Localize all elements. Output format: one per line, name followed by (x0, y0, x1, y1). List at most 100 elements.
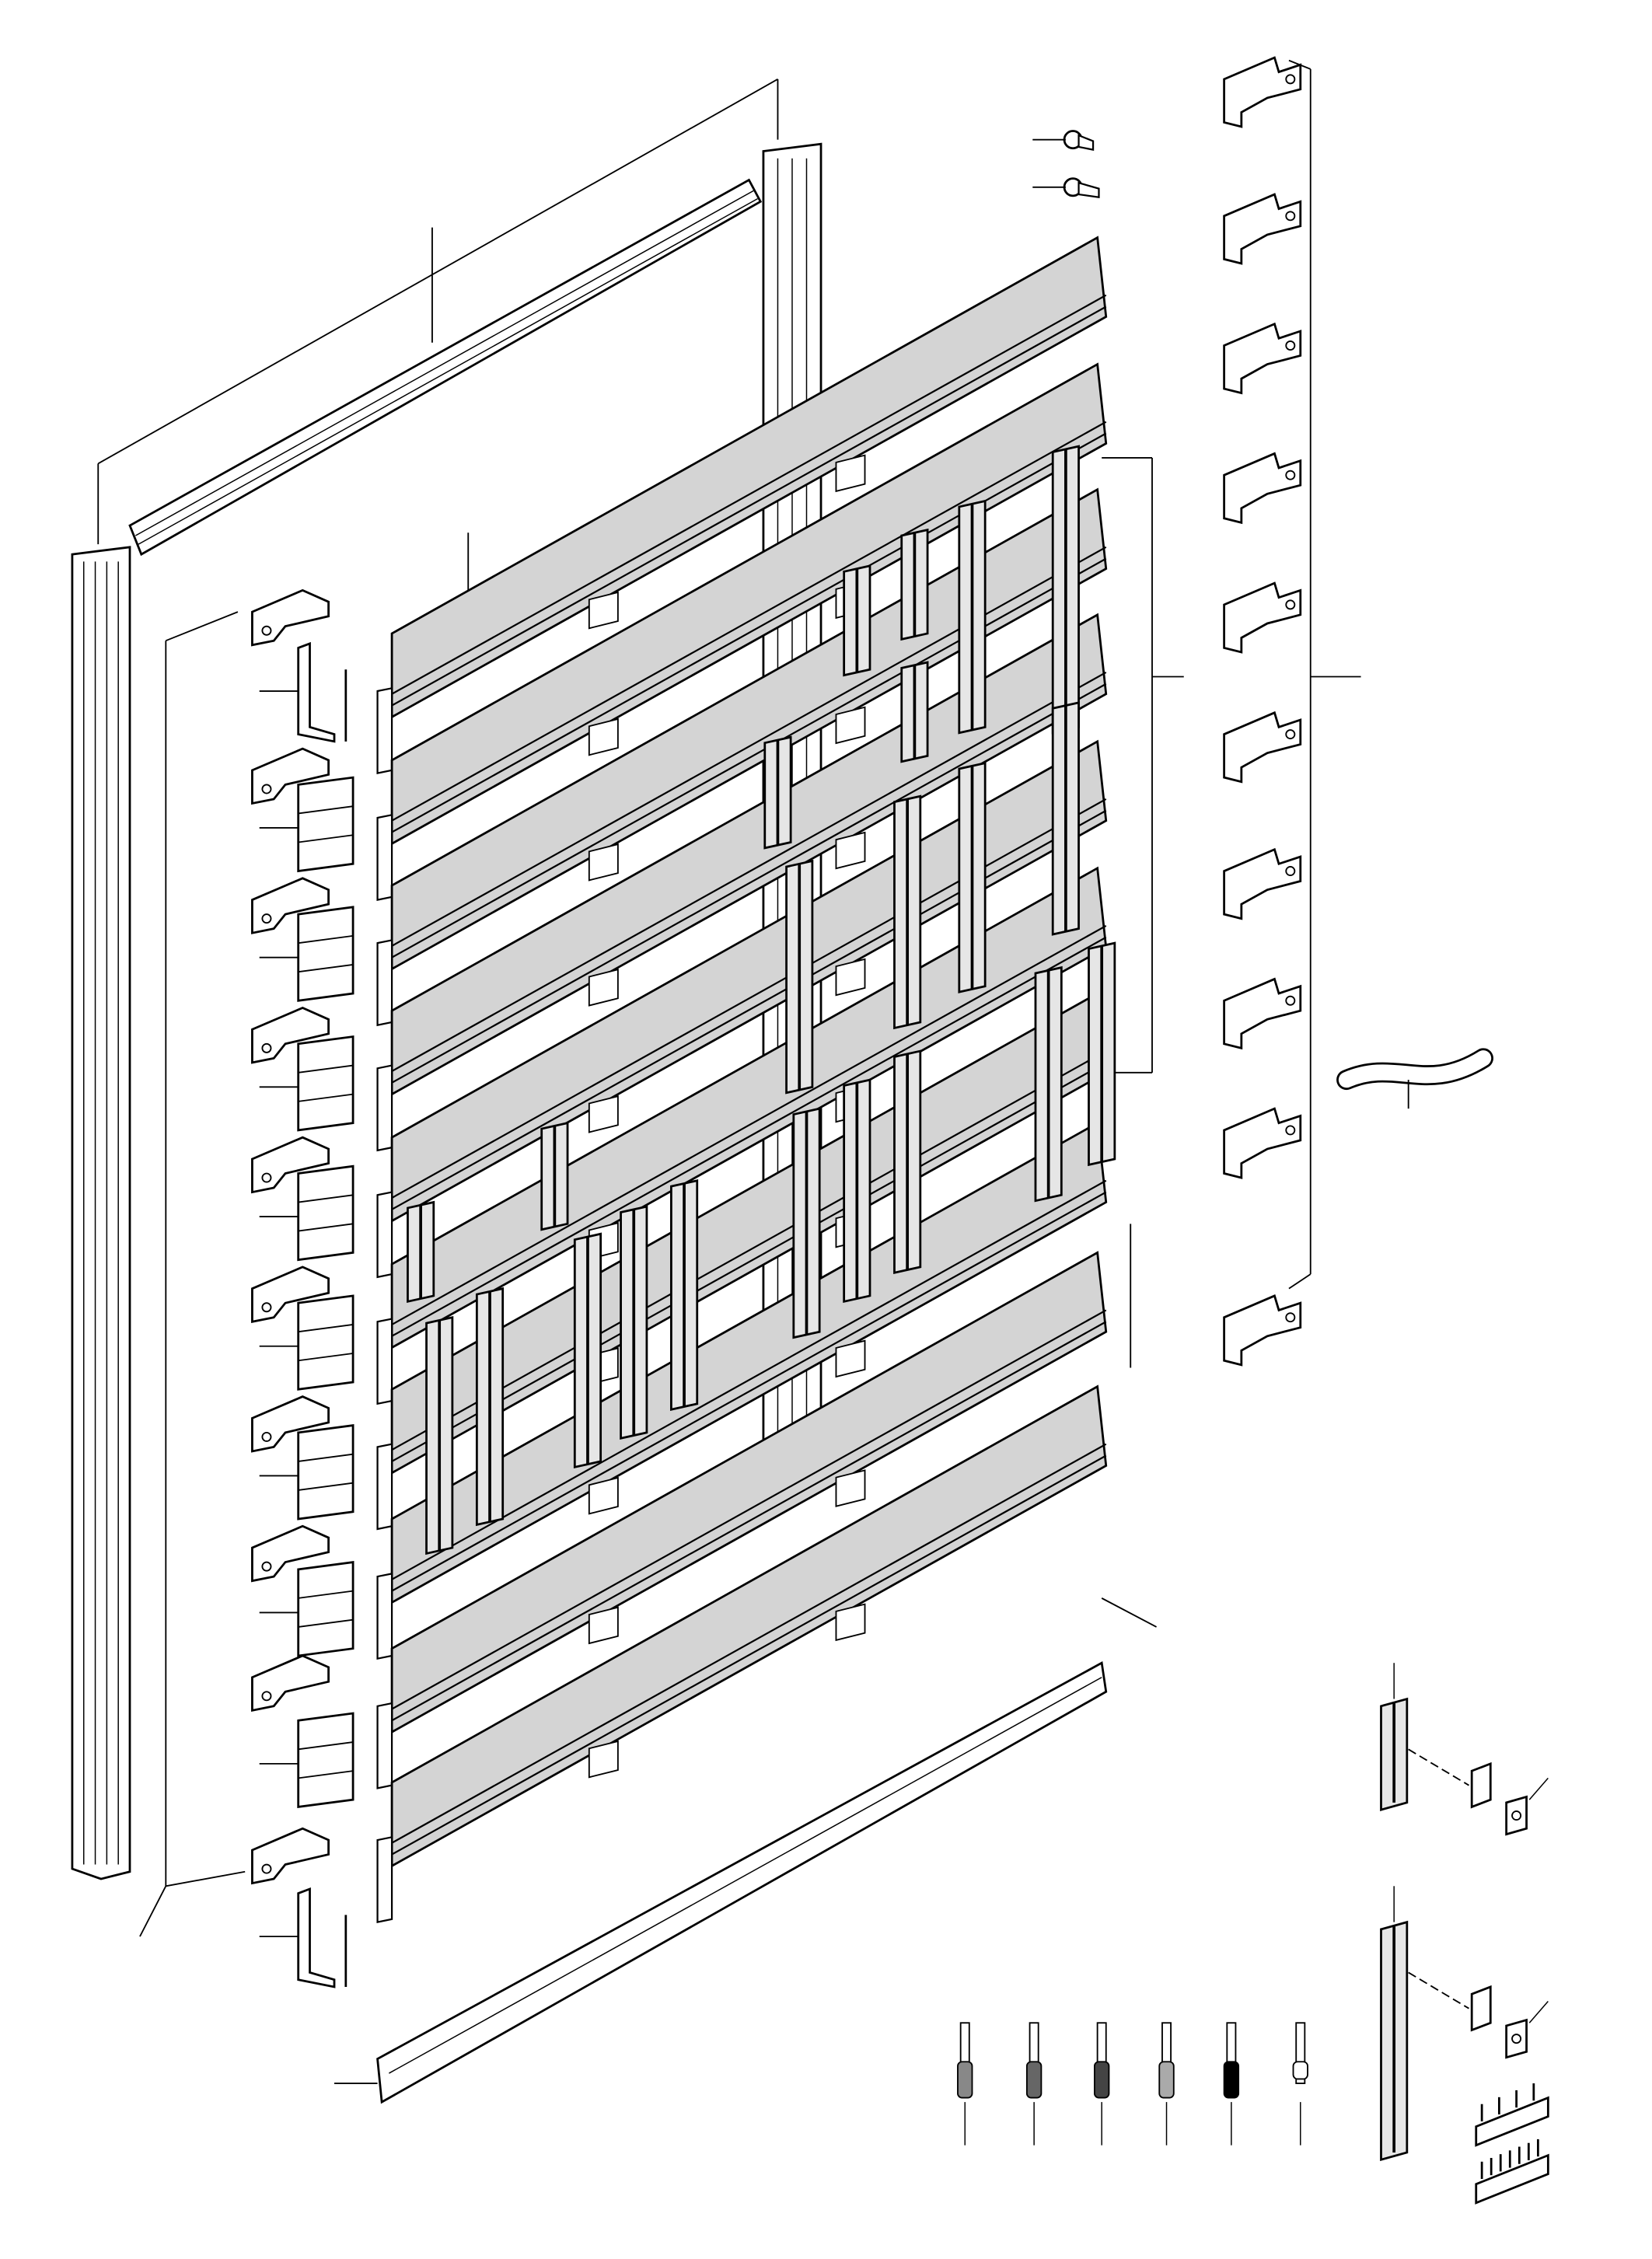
clip-hole (1285, 866, 1296, 877)
bracket-body (297, 776, 354, 873)
bracket-slot (298, 805, 354, 815)
clip (251, 1524, 330, 1583)
vertical-rail (958, 499, 987, 735)
vertical-rail (407, 1200, 435, 1304)
leader-line (165, 611, 239, 642)
panel-end-clip (376, 1702, 393, 1789)
clip-hole (1285, 470, 1296, 480)
clip (251, 1266, 330, 1323)
leader-line (97, 79, 778, 465)
bracket-slot (298, 1618, 354, 1628)
bracket (259, 1712, 354, 1809)
clip (1223, 322, 1302, 395)
panel-end-clip (376, 813, 393, 901)
clip-body (1223, 1294, 1302, 1367)
detail-clip (1470, 1761, 1492, 1809)
detail-rail (1380, 1663, 1549, 1836)
nut-hole (1511, 1810, 1522, 1821)
panel-support (835, 1469, 866, 1507)
panel-rib (391, 1179, 1107, 1580)
clip-body (1223, 711, 1302, 784)
comb-strip (1475, 2083, 1549, 2147)
panel-support (588, 591, 619, 630)
leader-line (1528, 2000, 1549, 2023)
clip-hole (261, 625, 272, 636)
bracket-slot (298, 1770, 354, 1779)
panel-rib (391, 306, 1107, 707)
square-nut (1505, 2018, 1528, 2059)
panel-support (588, 1095, 619, 1133)
clip-body (1223, 322, 1302, 395)
panel-support (588, 1606, 619, 1645)
bracket-body (297, 641, 336, 743)
leader-line (166, 1870, 246, 1887)
ferrules (957, 2022, 1308, 2146)
frame-leaders (97, 79, 779, 591)
clip-hole (1285, 340, 1296, 351)
cover-panel (376, 739, 1108, 1279)
vertical-rail (1034, 965, 1063, 1203)
vertical-rail (843, 1078, 871, 1304)
bracket (259, 1560, 354, 1657)
clip-body (251, 1827, 330, 1885)
vertical-rail (425, 1315, 454, 1555)
profile-groove (138, 197, 758, 545)
clip-body (251, 1654, 330, 1713)
panel-rib (391, 1454, 1107, 1856)
clip-hole (1285, 995, 1296, 1006)
leader-line (1528, 1777, 1549, 1800)
clip (251, 588, 330, 647)
hose-body (1338, 1050, 1492, 1088)
bracket-slot (298, 1353, 354, 1362)
panel-rib (391, 1050, 1107, 1451)
panel-support (588, 969, 619, 1007)
panel-end-clip (376, 939, 393, 1027)
panel-rib (391, 421, 1107, 822)
comb-strip (1475, 2139, 1549, 2205)
clip (1223, 452, 1302, 525)
left-clips (139, 588, 354, 1988)
ferrule (1292, 2022, 1308, 2146)
clip (1223, 56, 1302, 128)
nut-hole (1511, 2034, 1522, 2044)
bracket-slot (298, 1741, 354, 1751)
channel-edge (389, 1677, 1102, 2074)
bracket-body (297, 1424, 354, 1521)
profile-groove (135, 189, 756, 536)
panel-rib (391, 671, 1107, 1072)
assembly-line (1408, 1971, 1469, 2009)
bracket-slot (298, 1482, 354, 1491)
clip-hole (1285, 74, 1296, 85)
clip-hole (261, 913, 272, 924)
panel-rib (391, 432, 1107, 833)
bracket-body (297, 1294, 354, 1391)
panel-support (588, 1740, 619, 1779)
bracket-slot (298, 834, 354, 843)
leader-line (1101, 1597, 1157, 1628)
clip-hole (261, 1302, 272, 1313)
clip-hole (1285, 1125, 1296, 1136)
bracket-body (297, 906, 354, 1002)
clip-hole (1285, 729, 1296, 740)
vertical-rail (540, 1121, 569, 1231)
panel-rib (391, 1309, 1107, 1710)
panel-rib (391, 557, 1107, 958)
panel-support (835, 958, 866, 997)
bracket-slot (298, 1093, 354, 1102)
clip-body (1223, 193, 1302, 265)
clip-hole (1285, 599, 1296, 610)
panel-support (588, 718, 619, 756)
bracket-slot (298, 1453, 354, 1462)
comb-base (1475, 2153, 1549, 2205)
cover-panel (376, 1384, 1108, 1923)
clip-hole (261, 1691, 272, 1702)
bracket (259, 1294, 354, 1391)
vertical-rail (620, 1205, 648, 1440)
vertical-rail (1088, 941, 1116, 1167)
ferrule (1223, 2022, 1240, 2146)
vertical-rail (670, 1179, 699, 1411)
ferrule-collar (957, 2061, 973, 2099)
detail-rail (1380, 1886, 1549, 2162)
ferrule (957, 2022, 973, 2146)
panel-rib (391, 1061, 1107, 1462)
